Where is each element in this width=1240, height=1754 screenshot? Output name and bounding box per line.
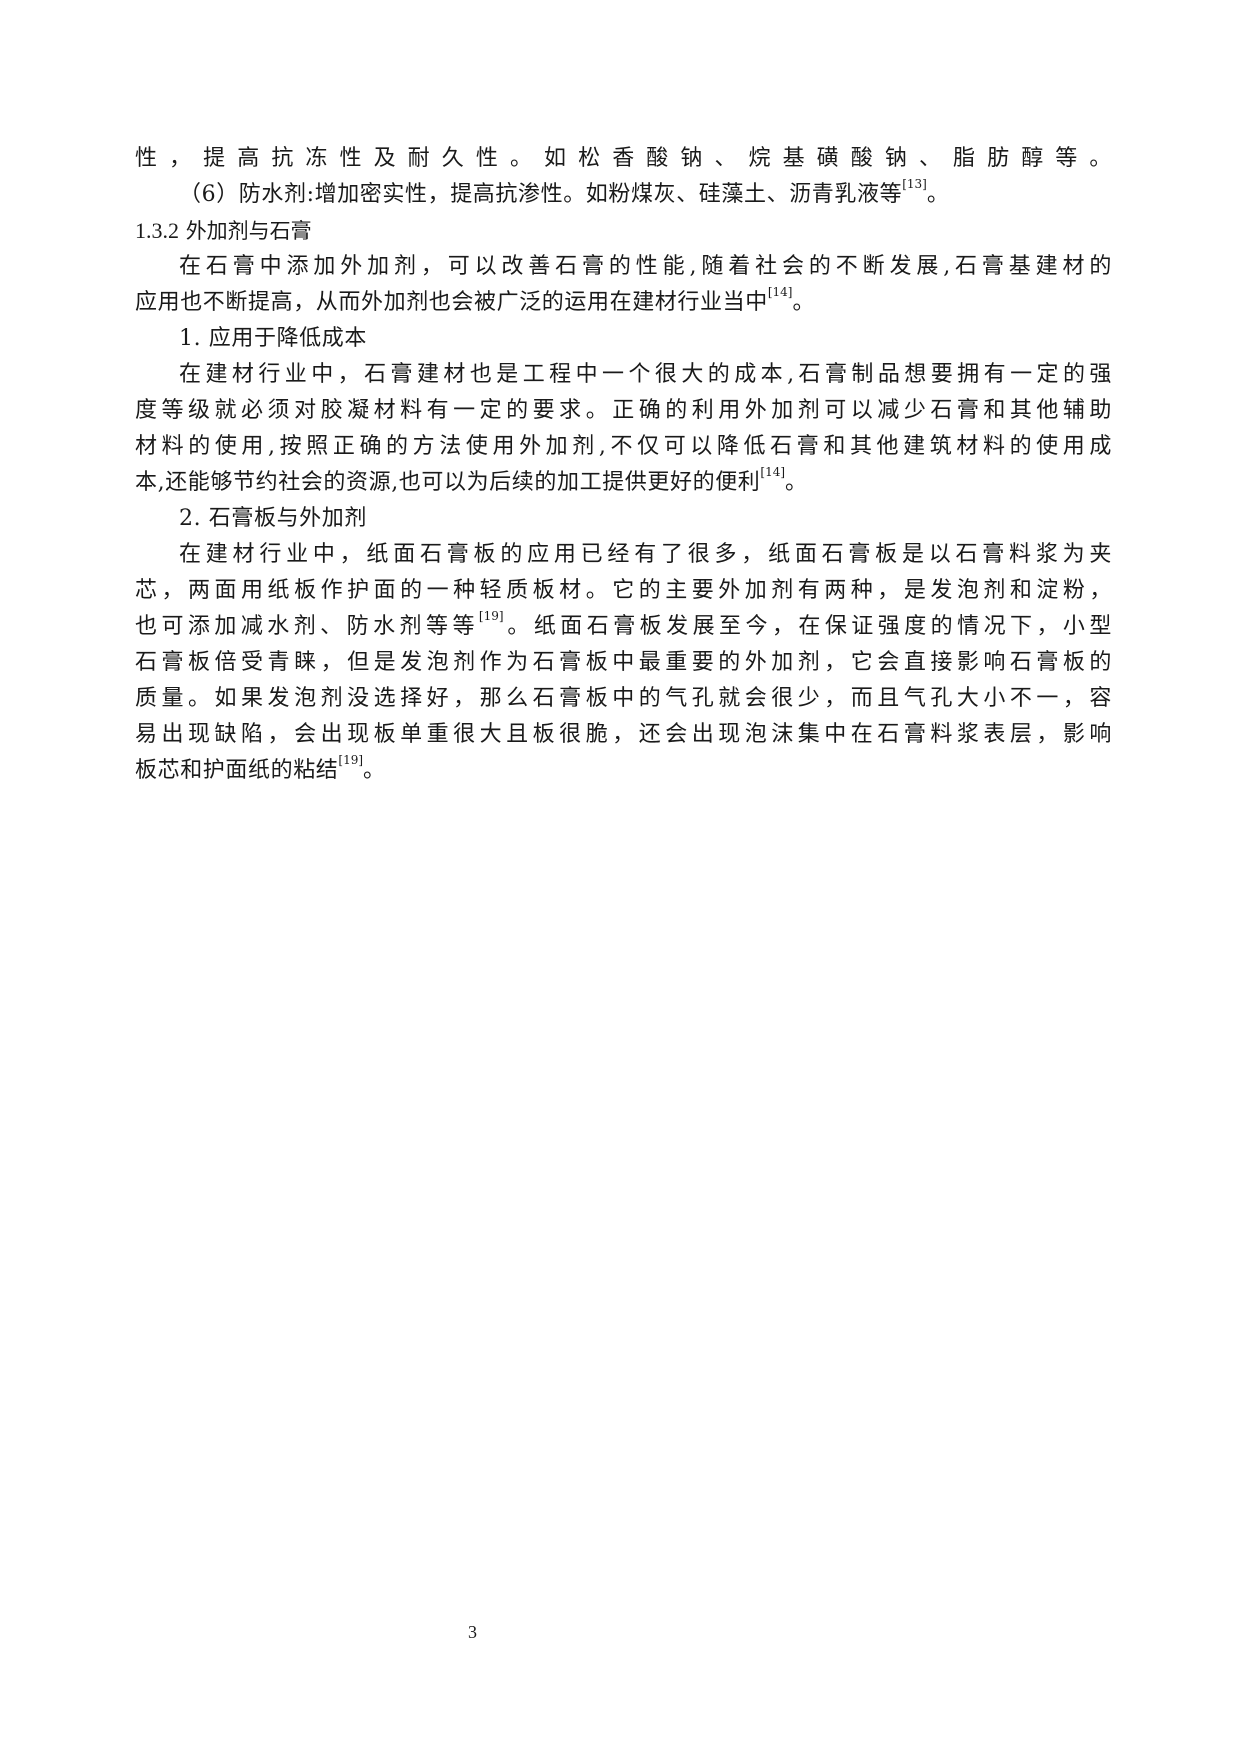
list-item-heading: 2. 石膏板与外加剂 (179, 506, 367, 531)
section-heading: 1.3.2 外加剂与石膏 (135, 218, 312, 243)
paragraph-line: 在石膏中添加外加剂，可以改善石膏的性能,随着社会的不断发展,石膏基建材的 (179, 254, 1112, 279)
citation: [14] (760, 465, 786, 479)
text-line: 性，提高抗冻性及耐久性。如松香酸钠、烷基磺酸钠、脂肪醇等。 (135, 146, 1112, 171)
document-page: 性，提高抗冻性及耐久性。如松香酸钠、烷基磺酸钠、脂肪醇等。 （6）防水剂:增加密… (135, 141, 1112, 789)
text-line: （6）防水剂:增加密实性，提高抗渗性。如粉煤灰、硅藻土、沥青乳液等[13]。 (179, 177, 950, 207)
citation: [13] (902, 177, 927, 191)
paragraph-line: 在建材行业中，石膏建材也是工程中一个很大的成本,石膏制品想要拥有一定的强 (179, 362, 1112, 387)
citation: [14] (767, 285, 793, 299)
paragraph-line: 易出现缺陷，会出现板单重很大且板很脆，还会出现泡沫集中在石膏料浆表层，影响 (135, 722, 1112, 747)
paragraph-line: 应用也不断提高，从而外加剂也会被广泛的运用在建材行业当中[14]。 (135, 285, 816, 315)
citation: [19] (478, 609, 504, 623)
paragraph-line: 本,还能够节约社会的资源,也可以为后续的加工提供更好的便利[14]。 (135, 465, 808, 495)
paragraph-line: 石膏板倍受青睐，但是发泡剂作为石膏板中最重要的外加剂，它会直接影响石膏板的 (135, 650, 1112, 675)
list-item-heading: 1. 应用于降低成本 (179, 326, 367, 351)
paragraph-line: 板芯和护面纸的粘结[19]。 (135, 753, 386, 783)
paragraph-line: 芯，两面用纸板作护面的一种轻质板材。它的主要外加剂有两种，是发泡剂和淀粉， (135, 578, 1112, 603)
paragraph-line: 材料的使用,按照正确的方法使用外加剂,不仅可以降低石膏和其他建筑材料的使用成 (135, 434, 1112, 459)
paragraph-line: 在建材行业中，纸面石膏板的应用已经有了很多，纸面石膏板是以石膏料浆为夹 (179, 542, 1112, 567)
paragraph-line: 也可添加减水剂、防水剂等等[19]。纸面石膏板发展至今，在保证强度的情况下，小型 (135, 609, 1112, 639)
paragraph-line: 度等级就必须对胶凝材料有一定的要求。正确的利用外加剂可以减少石膏和其他辅助 (135, 398, 1112, 423)
paragraph-line: 质量。如果发泡剂没选择好，那么石膏板中的气孔就会很少，而且气孔大小不一，容 (135, 686, 1112, 711)
citation: [19] (338, 753, 364, 767)
page-number: 3 (468, 1622, 477, 1642)
